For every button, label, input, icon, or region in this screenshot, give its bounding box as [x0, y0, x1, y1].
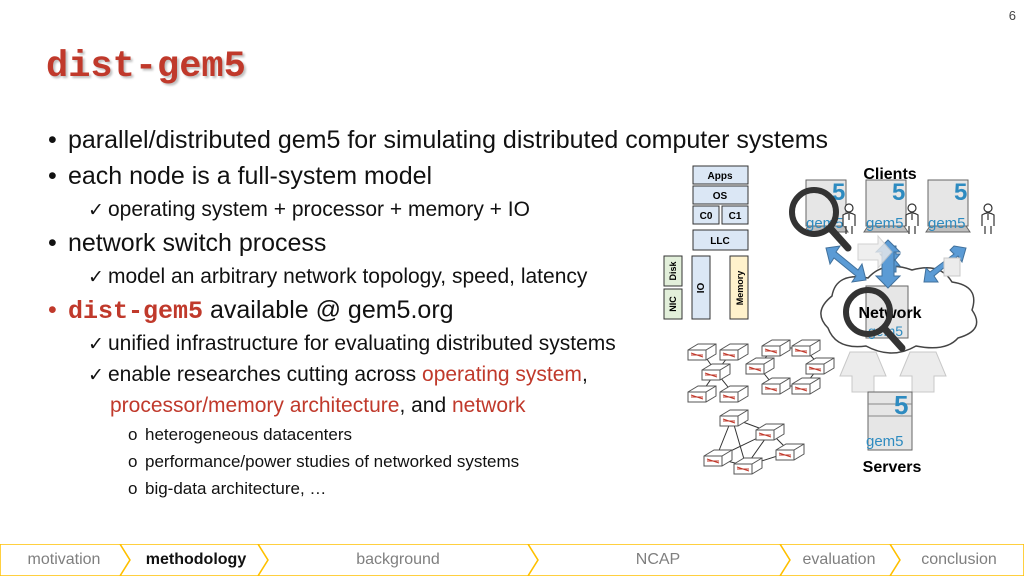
switch-icon	[775, 443, 805, 461]
highlight-network: network	[451, 394, 526, 417]
apps-label: Apps	[708, 171, 733, 182]
nav-item-methodology[interactable]: methodology	[145, 551, 247, 568]
check-icon: ✓	[88, 200, 104, 221]
llc-label: LLC	[710, 236, 729, 247]
bullet-item: •network switch process	[48, 229, 327, 257]
nav-segment	[257, 544, 539, 576]
text-and: , and	[399, 394, 452, 417]
sub-bullet-item: ✓enable researches cutting across operat…	[48, 359, 708, 390]
sub-bullet-text: enable researches cutting across	[108, 363, 423, 386]
sub-bullet-item: ✓model an arbitrary network topology, sp…	[48, 261, 708, 292]
switch-icon	[719, 385, 749, 403]
sub-bullet-text: model an arbitrary network topology, spe…	[108, 265, 588, 288]
switch-icon	[733, 457, 763, 475]
bullet-list: •parallel/distributed gem5 for simulatin…	[48, 122, 829, 502]
switch-icon	[719, 343, 749, 361]
nav-item-conclusion[interactable]: conclusion	[921, 551, 997, 568]
bullet-text: each node is a full-system model	[68, 162, 433, 190]
sub-bullet-text: operating system + processor + memory + …	[108, 198, 530, 221]
nav-bar	[0, 544, 1024, 576]
nic-box	[663, 288, 683, 320]
c1-box	[721, 205, 749, 225]
c1-label: C1	[729, 211, 742, 222]
nav-item-motivation[interactable]: motivation	[27, 551, 101, 568]
sub-bullet-continuation: processor/memory architecture, and netwo…	[48, 390, 708, 421]
svg-text:5: 5	[894, 390, 908, 420]
slide-number: 6	[1008, 8, 1016, 23]
c0-box	[692, 205, 720, 225]
nav-item-background[interactable]: background	[356, 551, 440, 568]
bullet-item: •each node is a full-system model	[48, 162, 433, 190]
switch-icons	[687, 339, 835, 475]
nav-segment-active	[119, 544, 269, 576]
nic-label: NIC	[668, 296, 678, 312]
slide-title: dist-gem5	[46, 46, 246, 88]
sub-sub-text: big-data architecture, …	[145, 479, 327, 498]
disk-box	[663, 255, 683, 287]
c0-label: C0	[700, 211, 713, 222]
check-icon: ✓	[88, 334, 104, 355]
nav-item-evaluation[interactable]: evaluation	[802, 551, 876, 568]
nav-segment	[527, 544, 791, 576]
system-diagram: 5 gem5 Apps OS C0 C1 LLC Disk NIC IO Mem…	[663, 165, 995, 476]
switch-icon	[701, 363, 731, 381]
client-user-icon	[981, 203, 995, 235]
bullet-text: network switch process	[68, 229, 327, 257]
sub-bullet-item: ✓unified infrastructure for evaluating d…	[48, 328, 708, 359]
comma: ,	[581, 363, 588, 386]
disk-label: Disk	[668, 261, 678, 281]
sub-sub-text: heterogeneous datacenters	[145, 425, 352, 444]
switch-icon	[755, 423, 785, 441]
os-box	[692, 185, 749, 205]
memory-label: Memory	[735, 271, 745, 306]
nav-item-ncap[interactable]: NCAP	[635, 551, 681, 568]
io-label: IO	[696, 283, 707, 294]
block-arrow-icon	[839, 234, 961, 393]
io-box	[691, 255, 711, 320]
server-icon: 5 gem5	[866, 390, 913, 451]
apps-box	[692, 165, 749, 185]
bullet-item: •dist-gem5 available @ gem5.org	[48, 296, 454, 326]
sub-bullet-item: ✓operating system + processor + memory +…	[48, 194, 708, 225]
node-architecture: Apps OS C0 C1 LLC Disk NIC IO Memory	[663, 165, 749, 320]
nav-segment	[889, 544, 1024, 576]
nav-segment	[779, 544, 901, 576]
switch-icon	[687, 343, 717, 361]
switch-icon	[761, 339, 791, 357]
dist-gem5-name: dist-gem5	[68, 297, 204, 326]
switch-icon	[719, 409, 749, 427]
highlight-os: operating system	[422, 363, 582, 386]
llc-box	[692, 229, 749, 251]
gem5-logo-text: gem5	[866, 433, 904, 450]
switch-icon	[791, 377, 821, 395]
memory-box	[729, 255, 749, 320]
client-computer-icon	[863, 178, 909, 233]
bullet-text: available @ gem5.org	[203, 296, 454, 324]
switch-icon	[805, 357, 835, 375]
bullet-text: parallel/distributed gem5 for simulating…	[68, 126, 829, 154]
switch-icon	[761, 377, 791, 395]
check-icon: ✓	[88, 365, 104, 386]
switch-icon	[745, 357, 775, 375]
switch-icon	[687, 385, 717, 403]
highlight-arch: processor/memory architecture	[110, 394, 400, 417]
switch-icon	[703, 449, 733, 467]
client-computer-icon	[803, 178, 849, 233]
os-label: OS	[713, 191, 728, 202]
servers-label: Servers	[863, 459, 922, 476]
client-user-icon	[905, 203, 919, 235]
check-icon: ✓	[88, 267, 104, 288]
client-computer-icon	[925, 178, 971, 233]
sub-sub-text: performance/power studies of networked s…	[145, 452, 520, 471]
sub-bullet-text: unified infrastructure for evaluating di…	[108, 332, 616, 355]
switch-icon	[791, 339, 821, 357]
bullet-item: •parallel/distributed gem5 for simulatin…	[48, 126, 829, 154]
